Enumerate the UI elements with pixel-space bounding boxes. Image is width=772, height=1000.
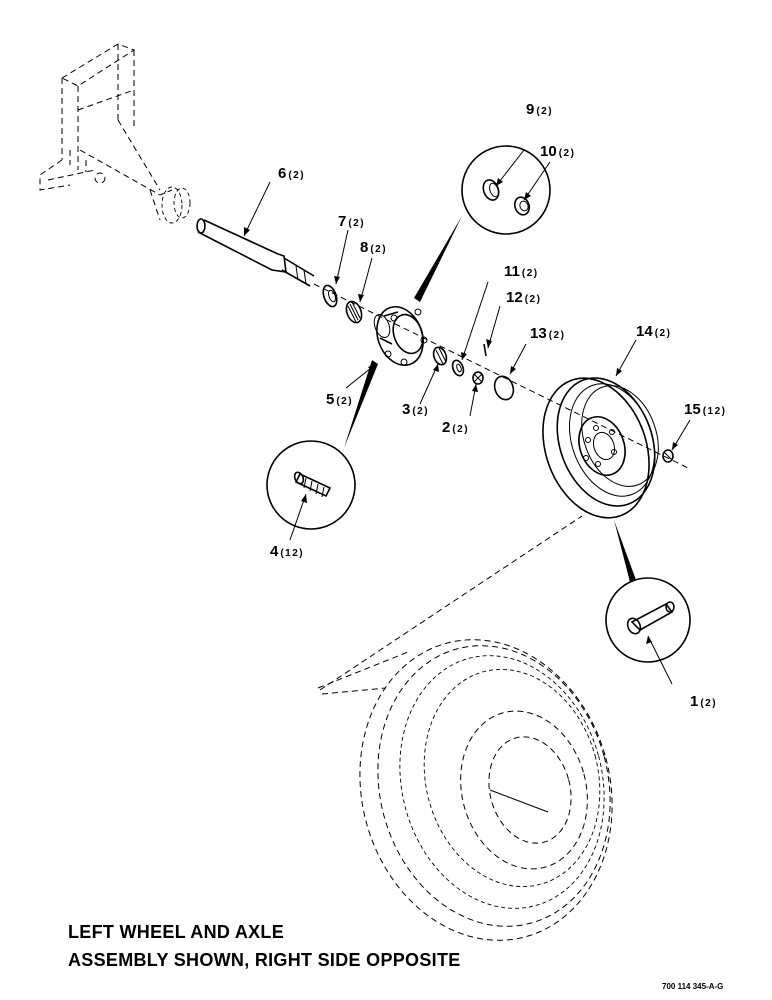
callout-9: 9(2) [526,101,553,118]
bearing-cups-detail-icon [461,145,551,235]
detail-pointer-2 [344,360,378,448]
frame-bracket [39,43,191,224]
caption-line-2: ASSEMBLY SHOWN, RIGHT SIDE OPPOSITE [68,950,461,970]
callout-2: 2(2) [442,419,469,436]
callout-11: 11(2) [504,263,539,280]
callout-8: 8(2) [360,239,387,256]
seal-part-7 [322,284,338,308]
callout-1: 1(2) [690,693,717,710]
callout-14: 14(2) [636,323,671,340]
callout-13: 13(2) [530,325,565,342]
callout-15: 15(12) [684,401,726,418]
cotter-pin-part-12 [483,343,487,357]
figure-id: 700 114 345-A-G [662,982,724,991]
callout-10: 10(2) [540,143,575,160]
wheel-stud-detail-icon [266,440,356,530]
valve-stem-detail-icon [605,577,691,663]
leader-lines [243,149,691,685]
callout-7: 7(2) [338,213,365,230]
lug-nut-part-15 [662,449,674,463]
callout-3: 3(2) [402,401,429,418]
nut-part-2 [472,371,484,385]
bearing-part-8 [345,300,363,324]
detail-pointer-3 [614,520,636,582]
axle-spindle [196,218,315,287]
tire [317,639,613,941]
callout-6: 6(2) [278,165,305,182]
wheel-rim [542,377,659,519]
tire-guide-line [319,515,583,691]
bearing-part-3 [432,346,448,366]
callout-5: 5(2) [326,391,353,408]
callout-12: 12(2) [506,289,541,306]
callout-4: 4(12) [270,543,304,560]
caption-line-1: LEFT WHEEL AND AXLE [68,922,285,942]
washer-part-11 [451,359,465,377]
detail-pointer-1 [414,216,462,302]
hub-cap-part-13 [493,375,515,401]
hub [373,306,428,366]
